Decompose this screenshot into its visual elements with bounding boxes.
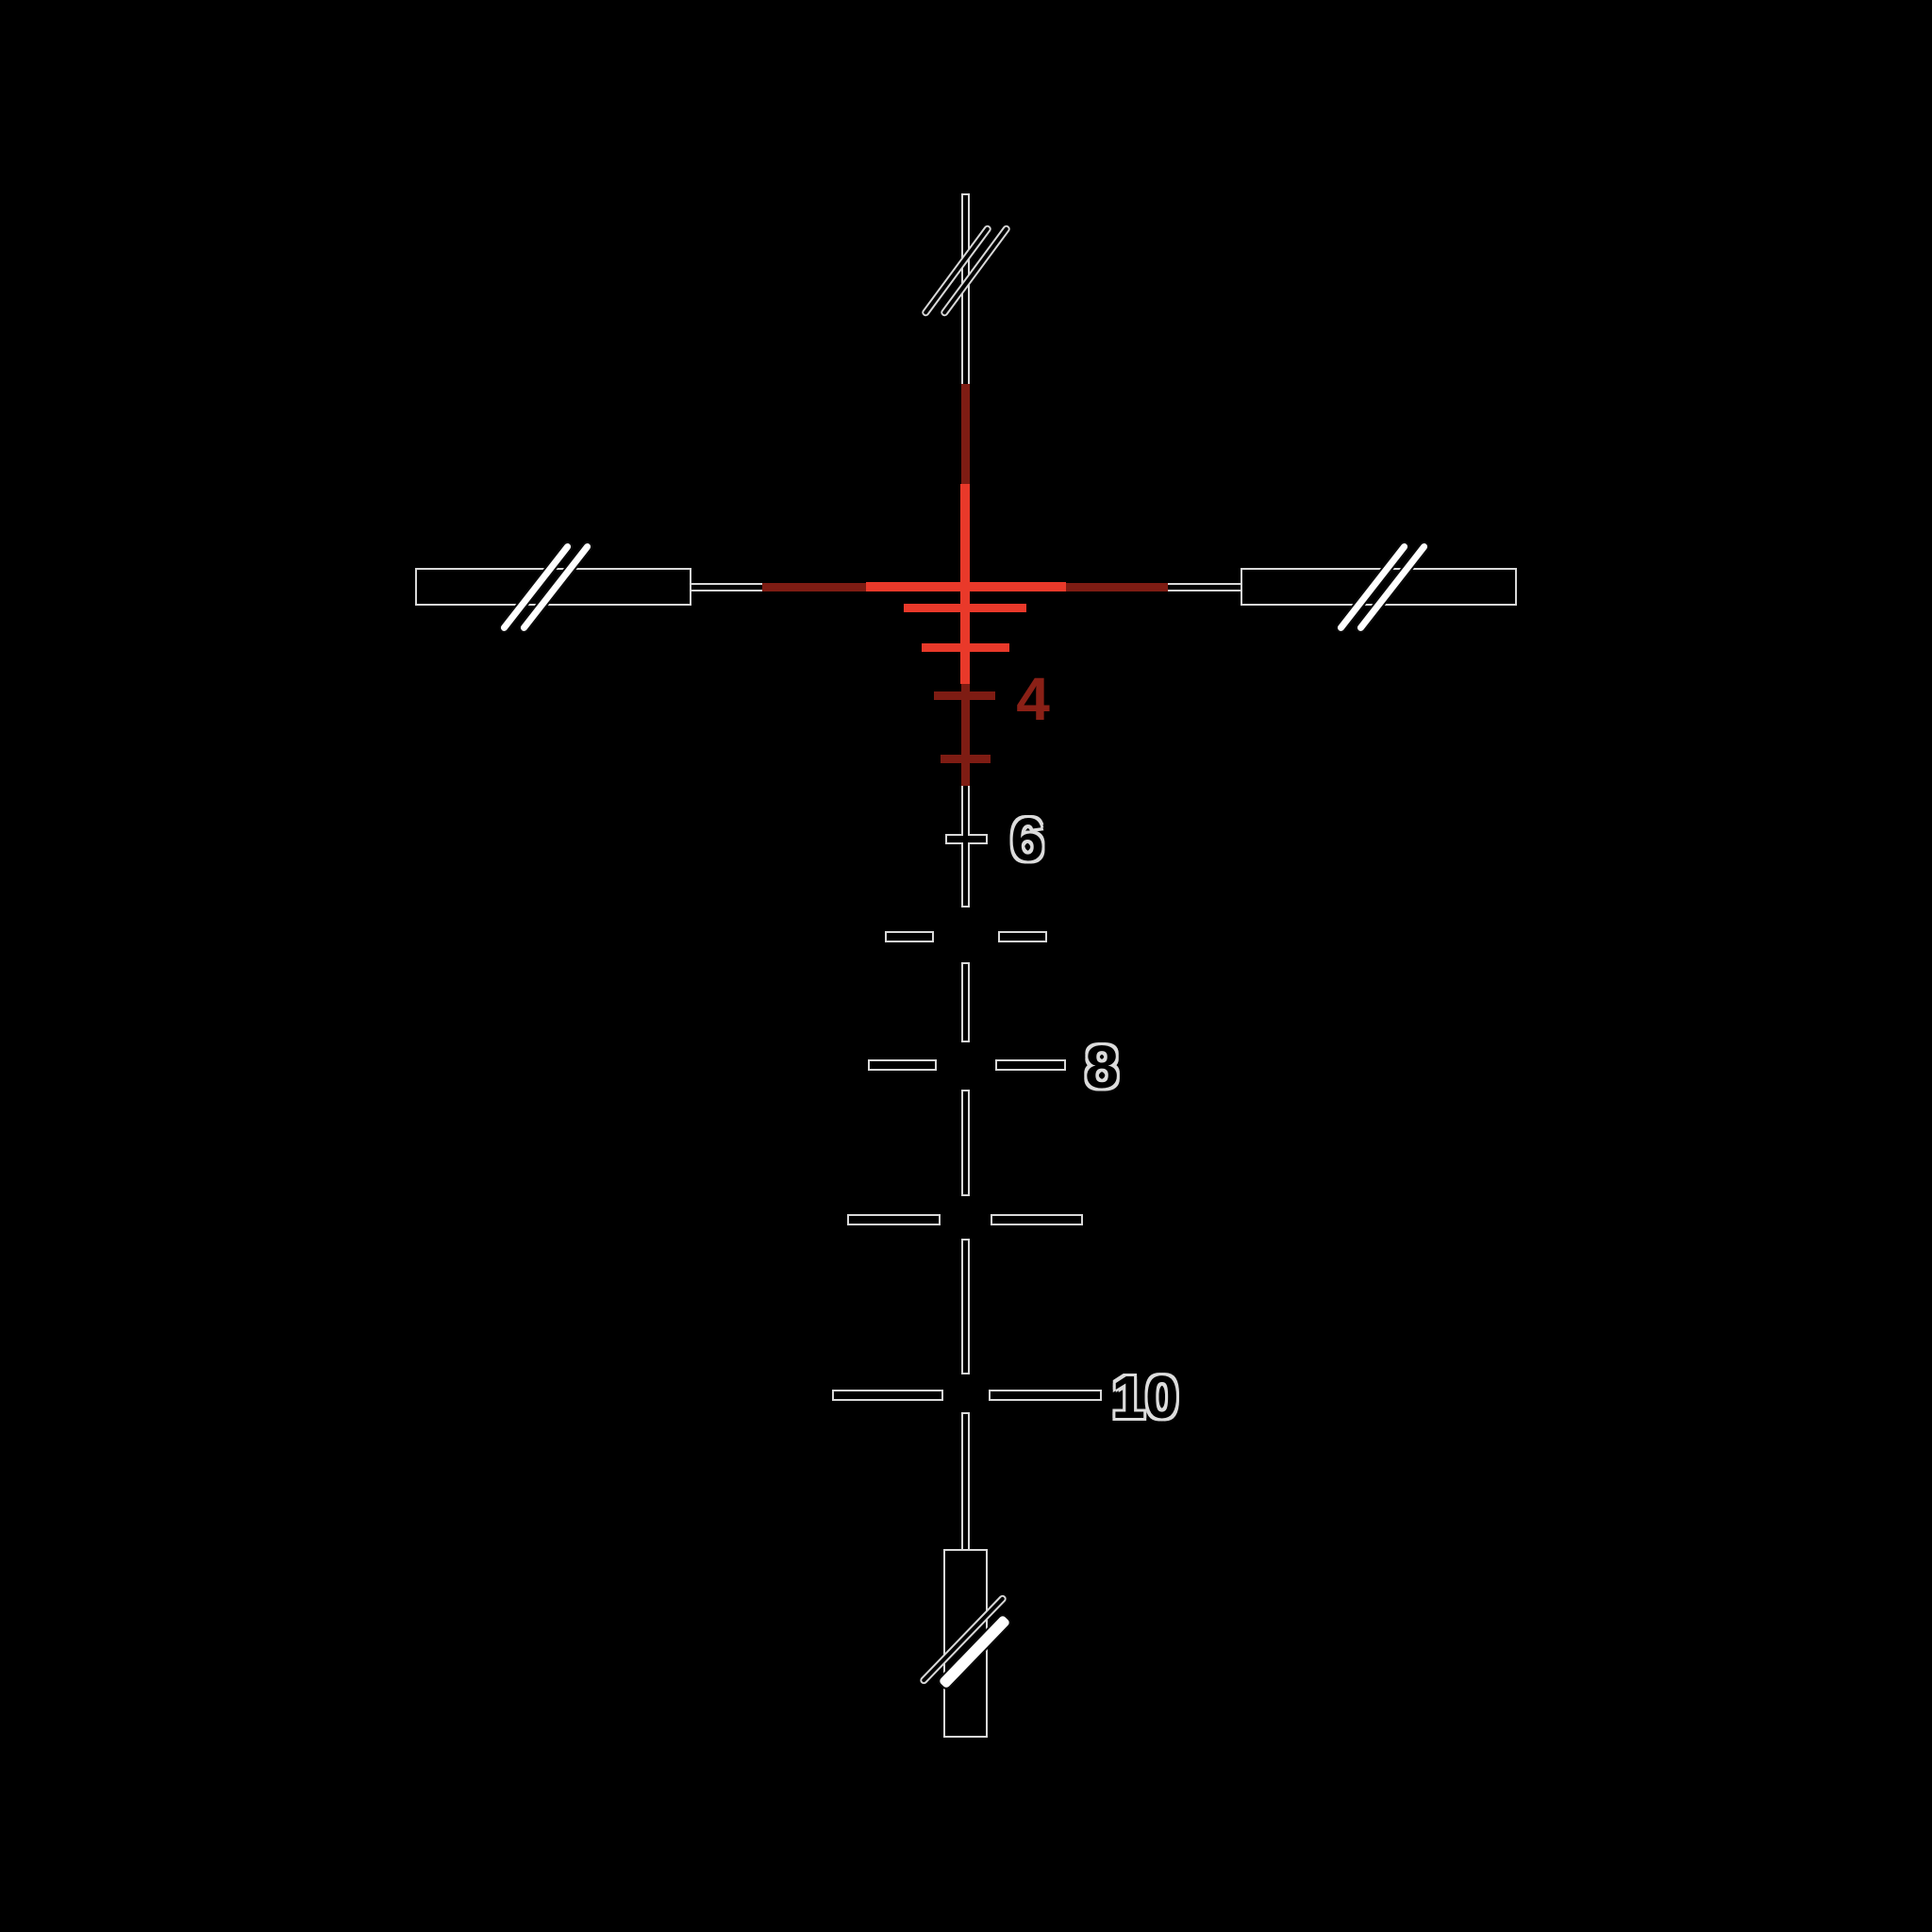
vertical-wire-segment-4	[961, 1239, 970, 1374]
horizontal-wire-right-black	[1168, 583, 1241, 591]
stadia-dash-row2-left	[868, 1059, 937, 1071]
stadia-dash-row3-right	[991, 1214, 1083, 1225]
stadia-dash-row4-right	[989, 1390, 1102, 1401]
stadia-dash-row4-left	[832, 1390, 943, 1401]
stadia-dash-row1-right	[998, 931, 1047, 942]
bdc-label-10: 10	[1111, 1363, 1179, 1431]
bdc-label-4: 4	[1016, 665, 1050, 733]
horizontal-wire-left-dim-red	[762, 583, 866, 591]
horizontal-wire-illuminated-red	[866, 582, 1066, 591]
vertical-wire-segment-5	[961, 1412, 970, 1549]
tick-junction-patch	[963, 834, 968, 844]
bdc-tick-red-2	[922, 643, 1009, 652]
bdc-tick-dim-red-5	[941, 755, 991, 763]
bdc-label-6: 6	[1010, 806, 1044, 874]
stadia-dash-row1-left	[885, 931, 934, 942]
stadia-dash-row3-left	[847, 1214, 941, 1225]
bdc-tick-dim-red-4	[934, 691, 995, 700]
vertical-wire-top-dim-red	[961, 384, 970, 484]
vertical-wire-segment-1	[961, 786, 970, 908]
stadia-dash-row2-right	[995, 1059, 1066, 1071]
bdc-tick-red-1	[904, 604, 1026, 612]
vertical-wire-segment-2	[961, 962, 970, 1042]
bdc-label-8: 8	[1085, 1033, 1119, 1101]
top-cable-break-slash-icon	[920, 224, 993, 318]
horizontal-wire-left-black	[691, 583, 762, 591]
horizontal-wire-right-dim-red	[1066, 583, 1168, 591]
vertical-wire-lower-dim-red	[961, 684, 970, 786]
vertical-wire-segment-3	[961, 1090, 970, 1196]
